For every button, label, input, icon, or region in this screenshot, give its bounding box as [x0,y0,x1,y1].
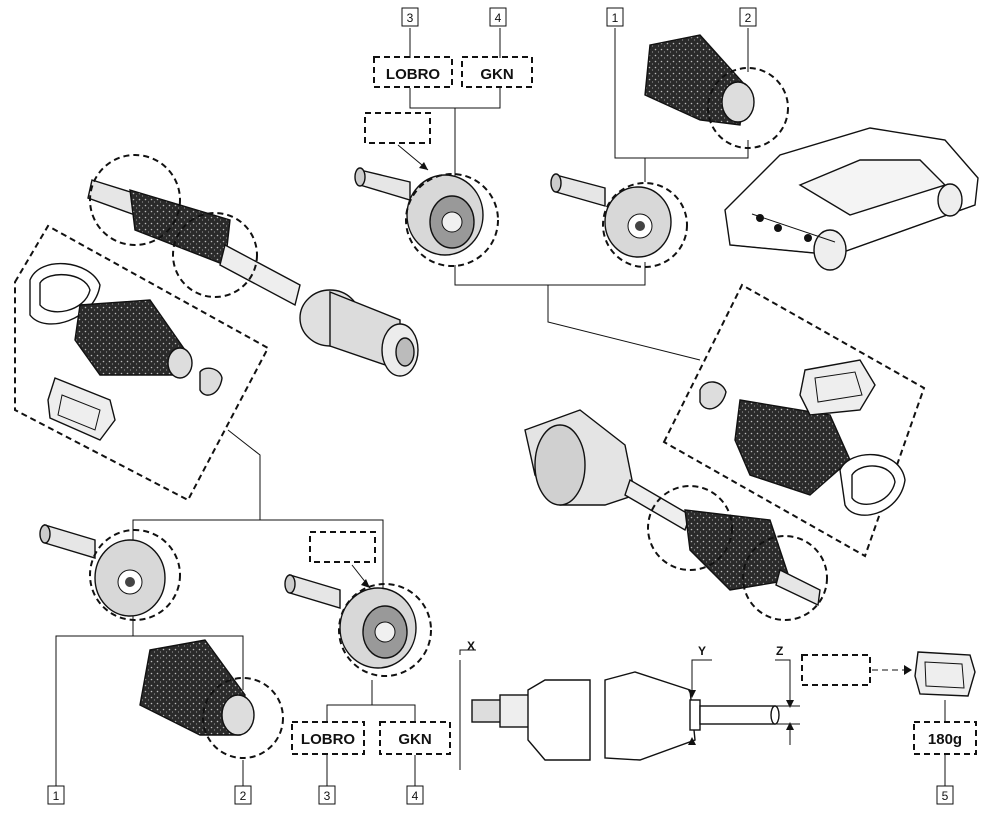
right-boot-kit-outline [662,283,926,558]
car-illustration [724,127,979,271]
left-kit-parts [29,262,223,441]
svg-text:GKN: GKN [398,731,431,748]
right-kit-parts [699,359,906,516]
cv-joint-top-center [354,167,499,267]
svg-text:4: 4 [495,11,502,25]
svg-text:180g: 180g [928,731,962,748]
dimension-detail: X Y Z [459,639,800,770]
svg-text:5: 5 [942,789,949,803]
blank-reference-box-bottom [309,531,376,563]
connector-lines [55,28,946,790]
gkn-box-bottom: GKN [379,721,451,755]
svg-text:3: 3 [407,11,414,25]
lobro-box-top: LOBRO [373,56,453,88]
blank-reference-box-top [364,112,431,144]
svg-text:Z: Z [776,644,783,658]
callout-2-bottom: 2 [234,785,252,805]
svg-text:1: 1 [53,789,60,803]
callout-3-top: 3 [401,7,419,27]
svg-text:1: 1 [612,11,619,25]
boot-top-right [644,34,789,149]
svg-text:LOBRO: LOBRO [386,66,440,83]
callout-3-bottom: 3 [318,785,336,805]
left-boot-kit-outline [14,224,270,502]
lobro-box-bottom: LOBRO [291,721,365,755]
svg-text:3: 3 [324,789,331,803]
grease-quantity-box: 180g [913,721,977,755]
callout-1-top: 1 [606,7,624,27]
grease-sachet [872,651,976,697]
svg-text:2: 2 [240,789,247,803]
driveshaft-right-assembly [524,409,828,621]
tripod-joint-bottom-left [39,524,181,621]
callout-1-bottom: 1 [47,785,65,805]
svg-text:2: 2 [745,11,752,25]
cv-joint-bottom-center [284,574,432,677]
callout-2-top: 2 [739,7,757,27]
tripod-joint-top-right [550,173,688,268]
svg-text:LOBRO: LOBRO [301,731,355,748]
callout-4-bottom: 4 [406,785,424,805]
svg-text:Y: Y [698,644,706,658]
svg-text:X: X [467,639,475,653]
boot-bottom-left [139,639,284,759]
blank-reference-box-grease [801,654,871,686]
driveshaft-left-assembly [87,154,419,377]
callout-5: 5 [936,785,954,805]
svg-text:GKN: GKN [480,66,513,83]
callout-4-top: 4 [489,7,507,27]
gkn-box-top: GKN [461,56,533,88]
svg-text:4: 4 [412,789,419,803]
